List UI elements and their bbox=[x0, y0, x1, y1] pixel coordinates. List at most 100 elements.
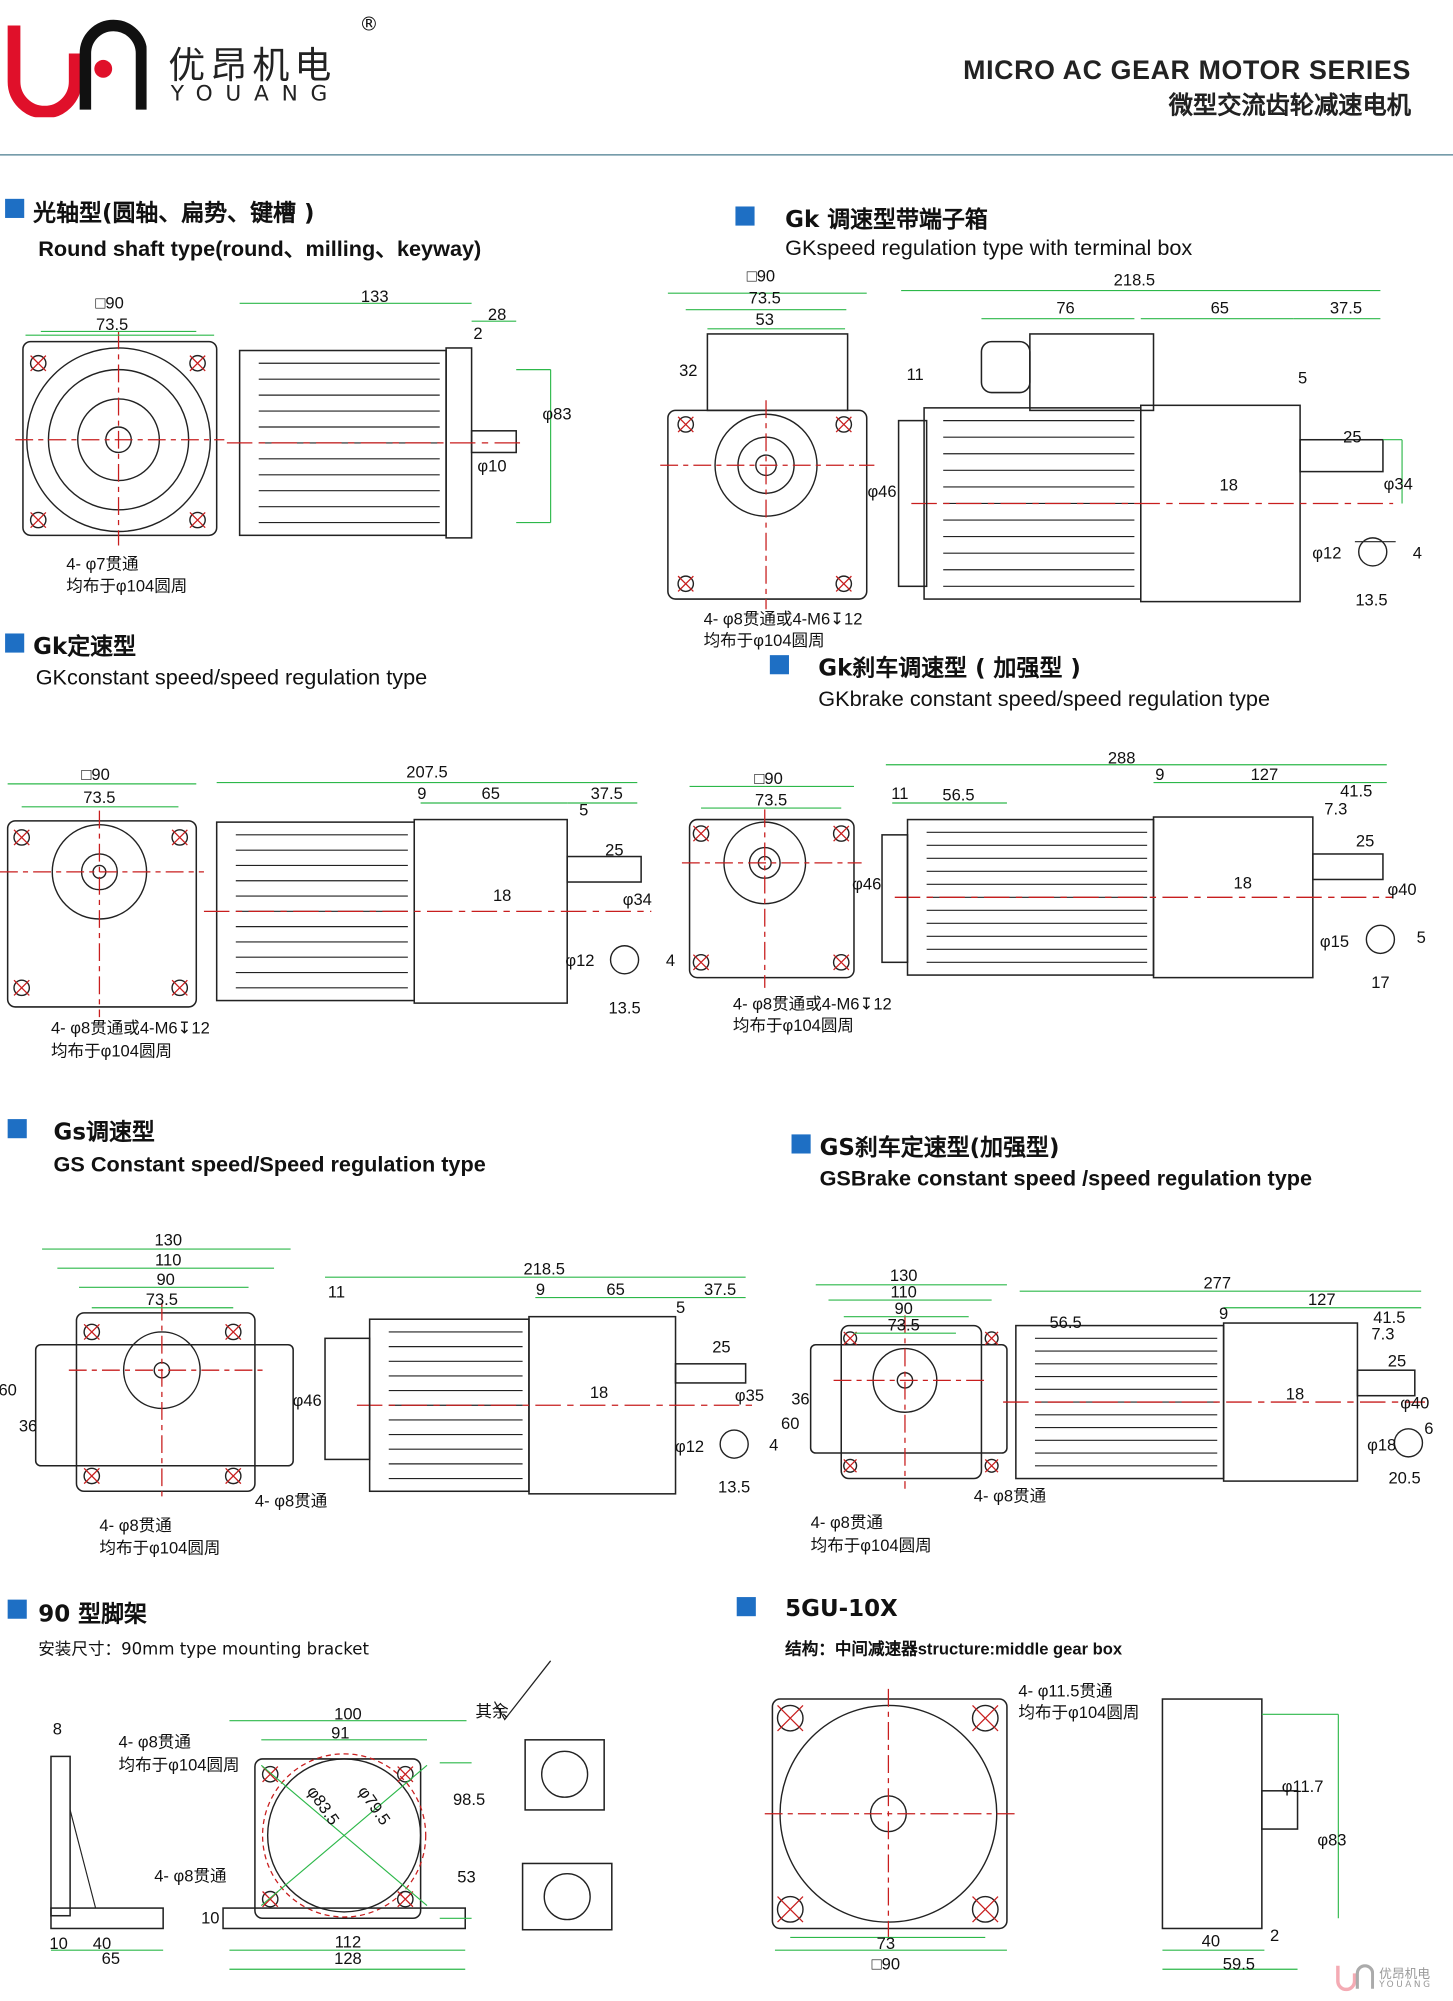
dimension-label: 均布于φ104圆周 bbox=[99, 1539, 220, 1558]
bracket-side-base bbox=[50, 1907, 164, 1930]
bracket-3d-opening bbox=[543, 1872, 591, 1921]
dimension-label: φ40 bbox=[1400, 1393, 1429, 1412]
dimension-label: 10 bbox=[201, 1908, 219, 1927]
mounting-hole-icon bbox=[832, 953, 850, 971]
output-shaft bbox=[1312, 853, 1384, 881]
gearbox-side bbox=[1161, 1698, 1263, 1930]
dimension-label: 5 bbox=[579, 801, 588, 820]
key-section-icon bbox=[1358, 537, 1388, 567]
dimension-label: 40 bbox=[1202, 1931, 1220, 1950]
dimension-label: 5 bbox=[676, 1298, 685, 1317]
hole-cross bbox=[83, 1467, 100, 1485]
section-title: GS刹车定速型(加强型) bbox=[819, 1134, 1060, 1162]
mounting-hole-icon bbox=[189, 354, 206, 372]
section-subtitle: 结构：中间减速器structure:middle gear box bbox=[785, 1639, 1123, 1659]
dimension-label: φ18 bbox=[1367, 1435, 1396, 1454]
dimension-label: 98.5 bbox=[453, 1790, 485, 1809]
dimension-label: 41.5 bbox=[1373, 1308, 1405, 1327]
front-view-flange bbox=[667, 409, 868, 600]
mounting-hole-icon bbox=[189, 511, 206, 529]
section-title: Gk 调速型带端子箱 bbox=[785, 206, 988, 234]
dimension-label: 18 bbox=[590, 1383, 608, 1402]
mounting-hole-icon bbox=[171, 979, 189, 997]
dimension-label: 25 bbox=[712, 1337, 730, 1356]
front-view-flange bbox=[6, 820, 198, 1008]
dimension-label: 76 bbox=[1056, 299, 1074, 318]
dimension-label: 9 bbox=[1155, 765, 1164, 784]
dimension-label: 7.3 bbox=[1371, 1325, 1394, 1344]
section-subtitle: GS Constant speed/Speed regulation type bbox=[53, 1152, 486, 1177]
hole-cross bbox=[843, 1458, 857, 1473]
dimension-label: 36 bbox=[19, 1416, 37, 1435]
output-shaft bbox=[470, 430, 517, 454]
dimension-label: 4- φ8贯通 bbox=[811, 1513, 884, 1532]
header-divider bbox=[0, 154, 1453, 156]
section-title: Gk刹车调速型 ( 加强型 ) bbox=[818, 655, 1081, 682]
dimension-label: 均布于φ104圆周 bbox=[1018, 1703, 1139, 1722]
hole-cross bbox=[397, 1766, 414, 1783]
motor-flange bbox=[881, 834, 909, 964]
cable-gland bbox=[980, 340, 1031, 394]
logo-chinese-name: 优昂机电 bbox=[168, 43, 337, 87]
mounting-hole-icon bbox=[224, 1467, 242, 1485]
section-marker-icon bbox=[5, 633, 25, 653]
dimension-label: φ12 bbox=[675, 1437, 704, 1456]
dimension-label: 65 bbox=[482, 784, 500, 803]
mounting-hole-icon bbox=[843, 1458, 858, 1473]
dimension-label: 4- φ8贯通或4-M6↧12 bbox=[51, 1019, 210, 1038]
key-section-icon bbox=[609, 945, 640, 975]
footer-logo-cn: 优昂机电 bbox=[1379, 1967, 1431, 1983]
dimension-label: φ83 bbox=[542, 404, 571, 423]
dimension-label: 5 bbox=[1417, 928, 1426, 947]
bracket-opening bbox=[266, 1758, 422, 1913]
dimension-label: 均布于φ104圆周 bbox=[66, 576, 187, 595]
hole-cross bbox=[262, 1766, 279, 1783]
dimension-label: 36 bbox=[791, 1390, 809, 1409]
dimension-label: φ46 bbox=[852, 875, 881, 894]
dimension-label: □90 bbox=[747, 267, 775, 286]
dimension-label: φ11.7 bbox=[1282, 1777, 1324, 1796]
dimension-label: 60 bbox=[0, 1381, 17, 1400]
dimension-label: 73.5 bbox=[755, 791, 787, 810]
bracket-side-upright bbox=[50, 1755, 71, 1917]
dimension-label: 20.5 bbox=[1388, 1469, 1420, 1488]
hole-cross bbox=[13, 979, 30, 996]
square-flange bbox=[34, 1343, 294, 1467]
section-title: Gk定速型 bbox=[33, 633, 137, 661]
dimension-label: 112 bbox=[335, 1933, 361, 1952]
dimension-label: 5 bbox=[1298, 369, 1307, 388]
dimension-label: 4- φ8贯通或4-M6↧12 bbox=[704, 610, 863, 629]
mounting-hole-icon bbox=[13, 829, 31, 846]
diagonal bbox=[260, 1764, 428, 1906]
dimension-label: 73.5 bbox=[146, 1290, 178, 1309]
mounting-hole-icon bbox=[396, 1890, 414, 1908]
dimension-label: 65 bbox=[102, 1949, 120, 1968]
output-shaft bbox=[1299, 438, 1384, 473]
section-marker-icon bbox=[7, 1599, 27, 1619]
bracket-3d-view-2 bbox=[521, 1862, 613, 1931]
dimension-label: 4- φ8贯通 bbox=[99, 1516, 172, 1535]
dimension-label: 40 bbox=[93, 1934, 111, 1953]
dimension-label: 130 bbox=[890, 1266, 918, 1285]
dimension-label: 4- φ8贯通或4-M6↧12 bbox=[733, 994, 892, 1013]
mounting-hole-icon bbox=[29, 354, 47, 372]
dimension-label: 73.5 bbox=[96, 315, 128, 334]
dimension-label: 2 bbox=[473, 324, 482, 343]
logo-english-name: YOUANG bbox=[170, 81, 341, 108]
hole-cross bbox=[189, 511, 206, 529]
dimension-label: φ12 bbox=[1312, 543, 1341, 562]
dimension-label: 均布于φ104圆周 bbox=[811, 1536, 932, 1555]
hole-cross bbox=[833, 954, 850, 971]
section-subtitle: GSBrake constant speed /speed regulation… bbox=[819, 1166, 1313, 1191]
mounting-hole-icon bbox=[692, 825, 710, 842]
dimension-label: 13.5 bbox=[718, 1478, 750, 1497]
mounting-hole-icon bbox=[13, 979, 31, 997]
mounting-hole-icon bbox=[677, 575, 695, 593]
dimension-label: 4- φ8贯通 bbox=[255, 1492, 328, 1511]
hole-cross bbox=[225, 1323, 242, 1341]
output-shaft bbox=[1356, 1369, 1416, 1397]
dimension-label: 11 bbox=[891, 784, 908, 803]
mounting-hole-icon bbox=[261, 1890, 279, 1908]
section-marker-icon bbox=[736, 1597, 756, 1617]
